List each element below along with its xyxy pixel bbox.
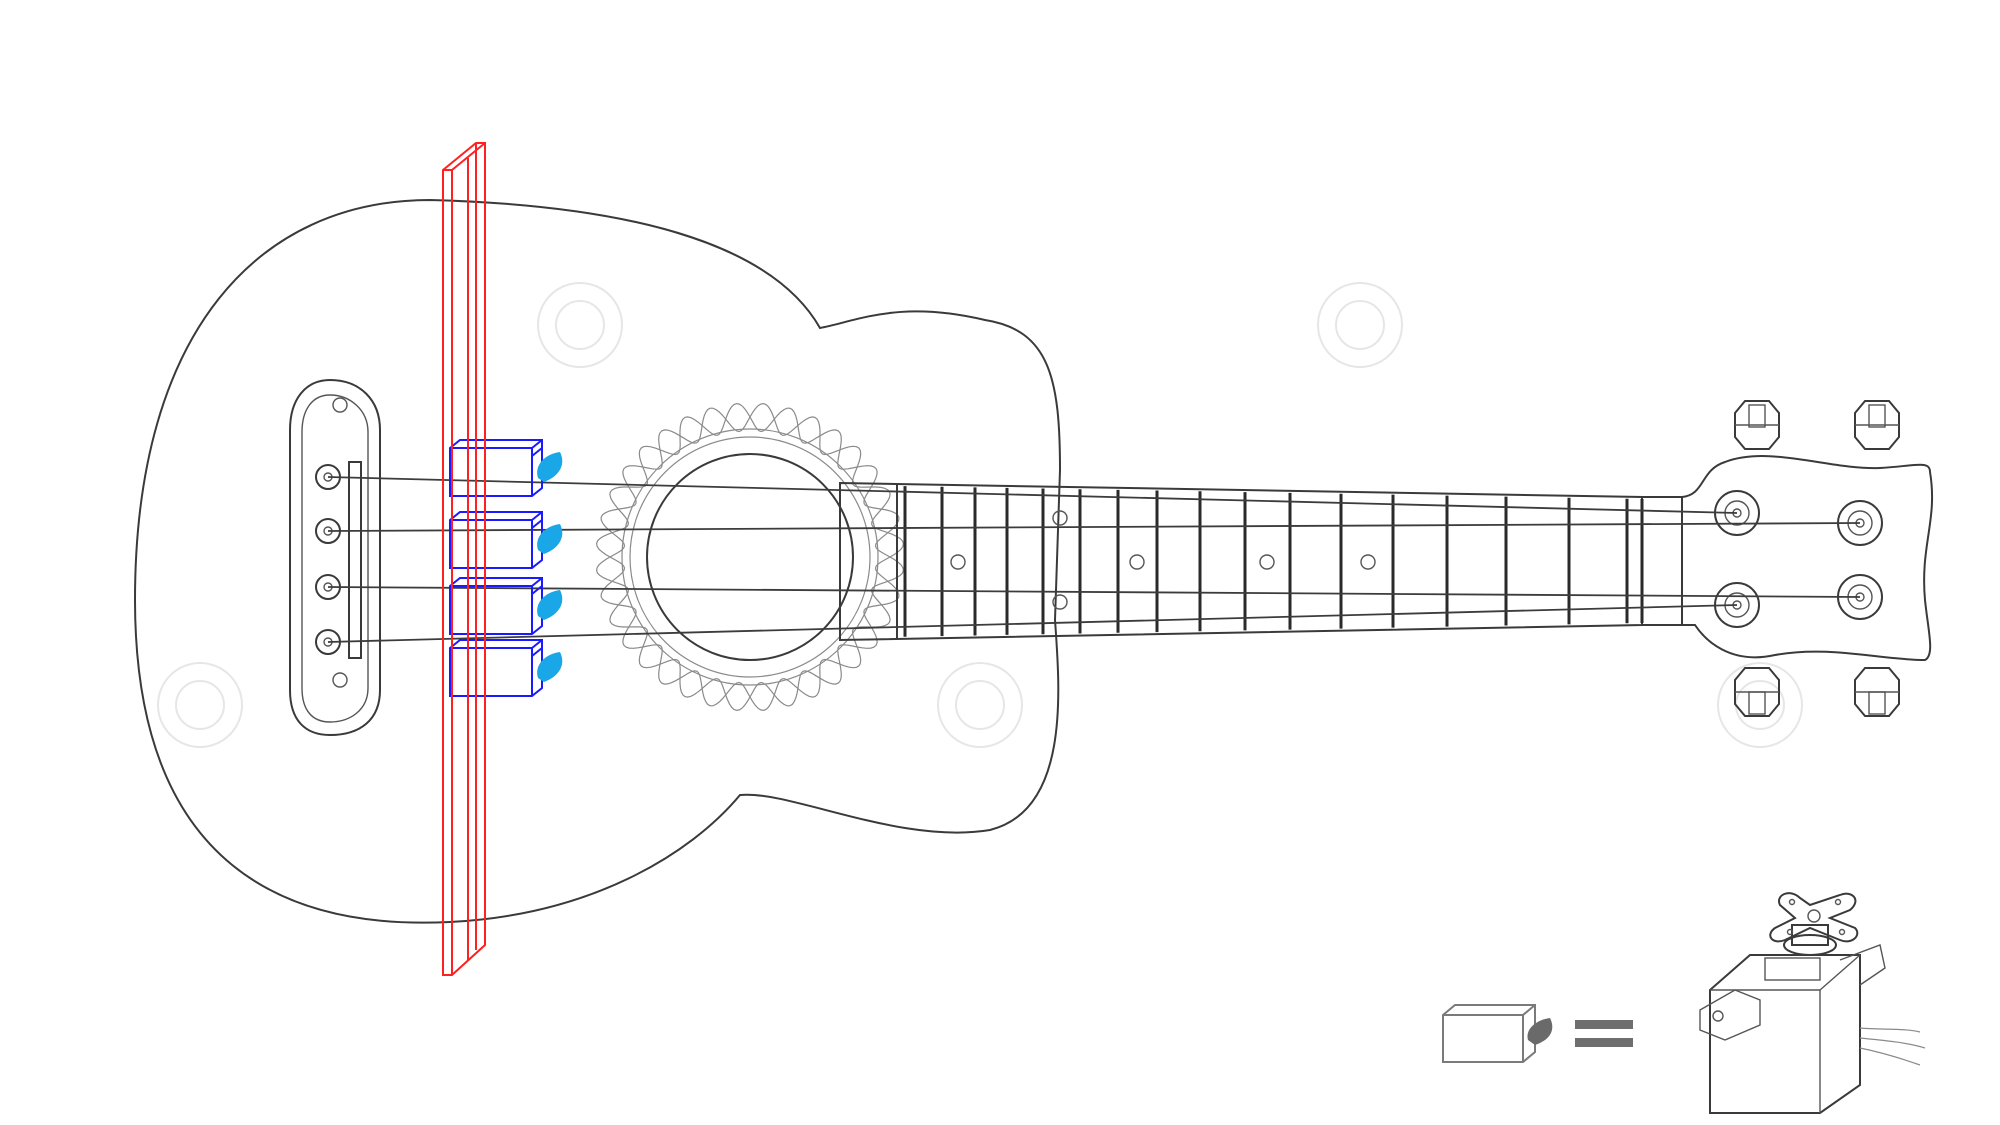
headstock xyxy=(1682,456,1932,660)
servo-units xyxy=(450,440,562,696)
fret-marker xyxy=(1130,555,1144,569)
servo-unit xyxy=(450,512,562,568)
bridge xyxy=(290,380,380,735)
rosette xyxy=(597,404,904,711)
watermark-marks xyxy=(158,283,1802,747)
servo-symbol-icon xyxy=(1443,1005,1552,1062)
equals-icon xyxy=(1575,1020,1633,1047)
strings xyxy=(328,477,1860,642)
fret-marker xyxy=(1361,555,1375,569)
tuning-pegs xyxy=(1715,401,1899,716)
tuning-peg-icon xyxy=(1715,583,1779,716)
legend xyxy=(1443,893,1925,1113)
tuning-peg-icon xyxy=(1715,401,1779,535)
fret-marker xyxy=(1260,555,1274,569)
servo-unit xyxy=(450,640,562,696)
servo-unit xyxy=(450,440,562,496)
fingerboard xyxy=(840,483,1642,640)
fret-marker xyxy=(951,555,965,569)
servo-motor-icon xyxy=(1700,893,1925,1113)
fret-marker xyxy=(1053,511,1067,525)
servo-unit xyxy=(450,578,562,634)
